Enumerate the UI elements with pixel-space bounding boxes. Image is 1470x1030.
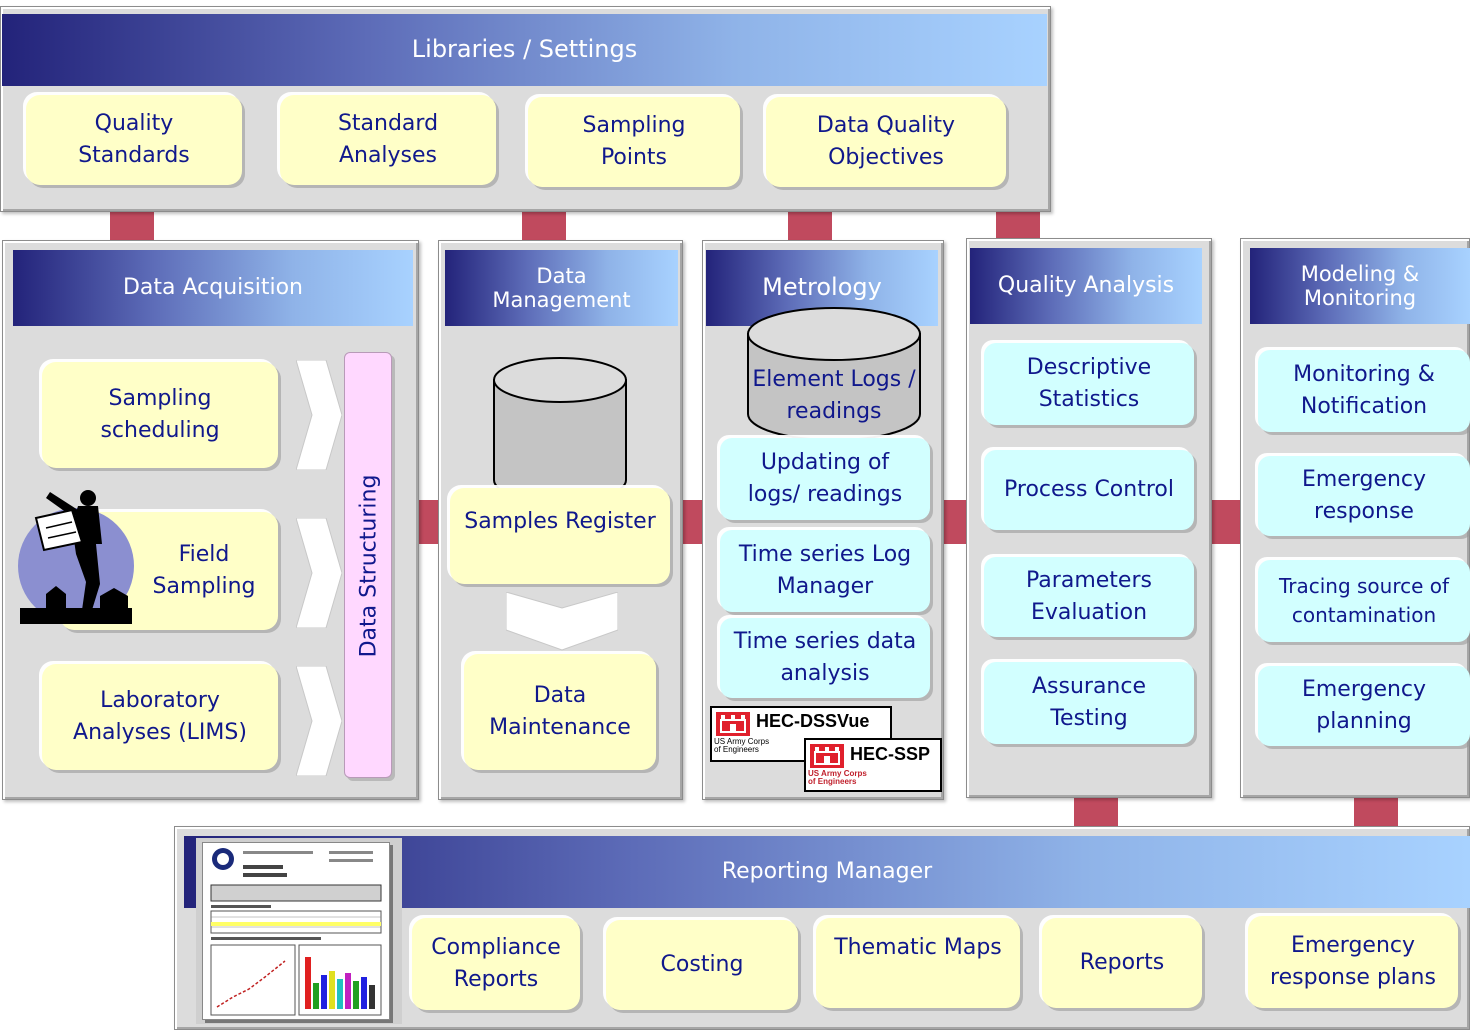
time-series-log-manager-box[interactable]: Time series Log Manager (720, 530, 930, 612)
connector-quality-reporting (1074, 798, 1118, 828)
database-cylinder-icon (493, 357, 627, 503)
acquisition-title: Data Acquisition (122, 275, 304, 301)
connector-lib-quality (996, 212, 1040, 242)
compliance-reports-box[interactable]: Compliance Reports (412, 918, 580, 1010)
management-header: Data Management (445, 250, 678, 326)
time-series-data-analysis-box[interactable]: Time series data analysis (720, 618, 930, 698)
element-logs-label: Element Logs / readings (752, 367, 916, 424)
connector-lib-metro (788, 212, 832, 242)
library-data-quality-objectives[interactable]: Data Quality Objectives (766, 97, 1006, 187)
monitoring-notification-box[interactable]: Monitoring & Notification (1258, 350, 1470, 432)
castle-shape-icon (720, 715, 746, 733)
connector-acq-mgmt (418, 500, 440, 544)
library-quality-standards[interactable]: Quality Standards (26, 95, 242, 185)
connector-quality-modeling (1212, 500, 1240, 544)
chevron-right-icon (296, 360, 342, 470)
data-maintenance-box[interactable]: Data Maintenance (464, 654, 656, 770)
tracing-source-box[interactable]: Tracing source of contamination (1258, 560, 1470, 642)
acquisition-header: Data Acquisition (13, 250, 413, 326)
emergency-response-box[interactable]: Emergency response (1258, 456, 1470, 536)
modeling-header: Modeling & Monitoring (1250, 248, 1470, 324)
parameters-evaluation-box[interactable]: Parameters Evaluation (984, 557, 1194, 637)
sampling-scheduling-box[interactable]: Sampling scheduling (42, 362, 278, 468)
modeling-title: Modeling & Monitoring (1300, 261, 1420, 310)
reporting-title: Reporting Manager (721, 859, 933, 885)
field-sampling-label: Field Sampling (152, 542, 256, 599)
data-structuring-label: Data Structuring (356, 474, 382, 658)
library-standard-analyses[interactable]: Standard Analyses (280, 95, 496, 185)
assurance-testing-box[interactable]: Assurance Testing (984, 662, 1194, 744)
report-thumbnail-image (196, 838, 402, 1024)
chevron-right-icon (296, 518, 342, 628)
emergency-response-plans-box[interactable]: Emergency response plans (1248, 916, 1458, 1008)
castle-shape-icon (814, 747, 840, 765)
quality-header: Quality Analysis (970, 248, 1202, 324)
quality-title: Quality Analysis (997, 273, 1175, 299)
connector-mgmt-metro (683, 500, 703, 544)
costing-box[interactable]: Costing (606, 920, 798, 1010)
laboratory-analyses-box[interactable]: Laboratory Analyses (LIMS) (42, 664, 278, 770)
chevron-right-icon (296, 666, 342, 776)
connector-lib-mgmt (522, 212, 566, 242)
report-content-icon (210, 848, 382, 1016)
hec-dssvue-title: HEC-DSSVue (756, 711, 870, 731)
hec-ssp-title: HEC-SSP (850, 744, 931, 764)
thematic-maps-box[interactable]: Thematic Maps (816, 918, 1020, 1008)
surveyor-figure-icon (18, 490, 134, 624)
process-control-box[interactable]: Process Control (984, 450, 1194, 530)
report-page (202, 842, 390, 1020)
libraries-header: Libraries / Settings (2, 14, 1047, 86)
hec-ssp-caption: US Army Corps of Engineers (808, 769, 867, 787)
management-title: Data Management (492, 263, 631, 312)
descriptive-statistics-box[interactable]: Descriptive Statistics (984, 343, 1194, 425)
hec-dssvue-logo: HEC-DSSVue US Army Corps of Engineers (710, 706, 892, 762)
libraries-title: Libraries / Settings (411, 35, 638, 64)
hec-ssp-logo: HEC-SSP US Army Corps of Engineers (804, 738, 942, 792)
data-structuring-bar[interactable]: Data Structuring (344, 352, 392, 778)
connector-metro-quality (944, 500, 966, 544)
connector-modeling-reporting (1354, 798, 1398, 828)
library-sampling-points[interactable]: Sampling Points (528, 97, 740, 187)
samples-register-box[interactable]: Samples Register (450, 488, 670, 584)
connector-lib-acq (110, 212, 154, 242)
emergency-planning-box[interactable]: Emergency planning (1258, 666, 1470, 746)
updating-logs-box[interactable]: Updating of logs/ readings (720, 438, 930, 520)
metrology-title: Metrology (762, 273, 882, 302)
reports-box[interactable]: Reports (1042, 918, 1202, 1008)
chevron-down-icon (506, 592, 618, 651)
hec-dssvue-caption: US Army Corps of Engineers (714, 737, 770, 755)
